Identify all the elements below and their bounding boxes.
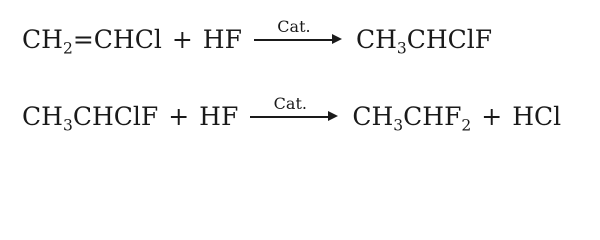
formula-subscript: 3 (62, 116, 73, 135)
formula-text: HF (202, 25, 242, 54)
formula-subscript: 3 (393, 116, 404, 135)
formula-text: CHF (403, 102, 462, 131)
formula-text: HF (199, 102, 239, 131)
catalyst-label: Cat. (277, 17, 311, 36)
arrow-head-icon (331, 34, 342, 44)
formula-text: HCl (512, 102, 562, 131)
reaction-arrow: Cat. (250, 96, 339, 121)
formula-text: CH (22, 102, 63, 131)
formula-text: CH (22, 25, 63, 54)
catalyst-label: Cat. (273, 94, 307, 113)
arrow-head-icon (328, 111, 339, 121)
formula-text: =CHCl (72, 25, 162, 54)
plus-sign: + (168, 102, 190, 131)
formula-subscript: 3 (396, 39, 407, 58)
plus-sign: + (171, 25, 193, 54)
reaction-arrow: Cat. (253, 19, 342, 44)
product-ch3chclf: CH3CHClF (355, 25, 493, 56)
formula-subscript: 2 (461, 116, 472, 135)
reactant-ch2-chcl: CH2=CHCl (22, 25, 162, 56)
formula-text: CHClF (406, 25, 493, 54)
reactant-ch3chclf: CH3CHClF (22, 102, 159, 133)
reactant-hf: HF (199, 104, 238, 129)
arrow-shaft (253, 39, 335, 41)
product-ch3chf2: CH3CHF2 (352, 102, 471, 133)
plus-sign: + (481, 102, 503, 131)
formula-text: CH (355, 25, 397, 54)
equation-2: CH3CHClF + HF Cat. CH3CHF2 + HCl (22, 96, 561, 134)
reactant-hf: HF (203, 27, 242, 52)
formula-text: CH (352, 102, 394, 131)
equation-1: CH2=CHCl + HF Cat. CH3CHClF (22, 19, 493, 57)
arrow-shaft (250, 116, 332, 118)
formula-subscript: 2 (62, 39, 73, 58)
formula-text: CHClF (72, 102, 159, 131)
product-hcl: HCl (512, 104, 561, 129)
